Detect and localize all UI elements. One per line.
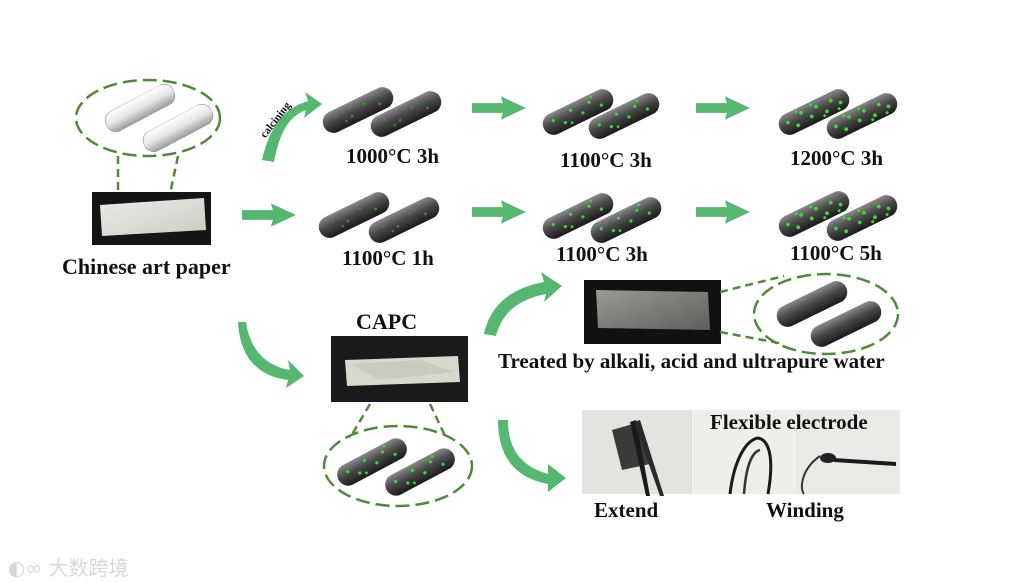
capc-photo — [331, 336, 468, 402]
row1-rods-1 — [319, 83, 445, 141]
art-paper-photo — [92, 192, 211, 245]
flexible-photos — [582, 410, 900, 496]
treated-photo — [584, 272, 900, 356]
row1-label-1: 1000°C 3h — [346, 144, 439, 168]
row2-label-1: 1100°C 1h — [342, 246, 434, 270]
row2-arrow-0 — [242, 203, 296, 227]
treatment-arrow — [484, 272, 562, 336]
treatment-label: Treated by alkali, acid and ultrapure wa… — [498, 349, 885, 373]
watermark-logo-icon: ◐∞ — [8, 556, 43, 580]
row1-label-2: 1100°C 3h — [560, 148, 652, 172]
row2-label-2: 1100°C 3h — [556, 242, 648, 266]
raw-paper-rods — [74, 78, 222, 195]
row2-rods-1 — [315, 188, 443, 247]
watermark-text: 大数跨境 — [48, 556, 129, 580]
row1-arrow-1 — [472, 96, 526, 120]
row2-arrow-2 — [696, 200, 750, 224]
row1-arrow-2 — [696, 96, 750, 120]
row2-label-3: 1100°C 5h — [790, 241, 882, 265]
calcining-arrow — [262, 92, 322, 162]
winding-label: Winding — [766, 498, 844, 522]
capc-label: CAPC — [356, 309, 418, 334]
flexible-title: Flexible electrode — [710, 410, 868, 434]
capc-rods — [322, 403, 474, 508]
row1-rods-2 — [539, 85, 663, 143]
row2-rods-2 — [539, 189, 665, 247]
source-label: Chinese art paper — [62, 254, 231, 279]
flexible-arrow — [498, 420, 566, 492]
capc-arrow — [238, 322, 304, 388]
row2-arrow-1 — [472, 200, 526, 224]
extend-label: Extend — [594, 498, 659, 522]
row2-rods-3 — [775, 187, 901, 245]
row1-label-3: 1200°C 3h — [790, 146, 883, 170]
watermark: ◐∞ 大数跨境 — [8, 552, 128, 581]
row1-rods-3 — [775, 85, 901, 143]
